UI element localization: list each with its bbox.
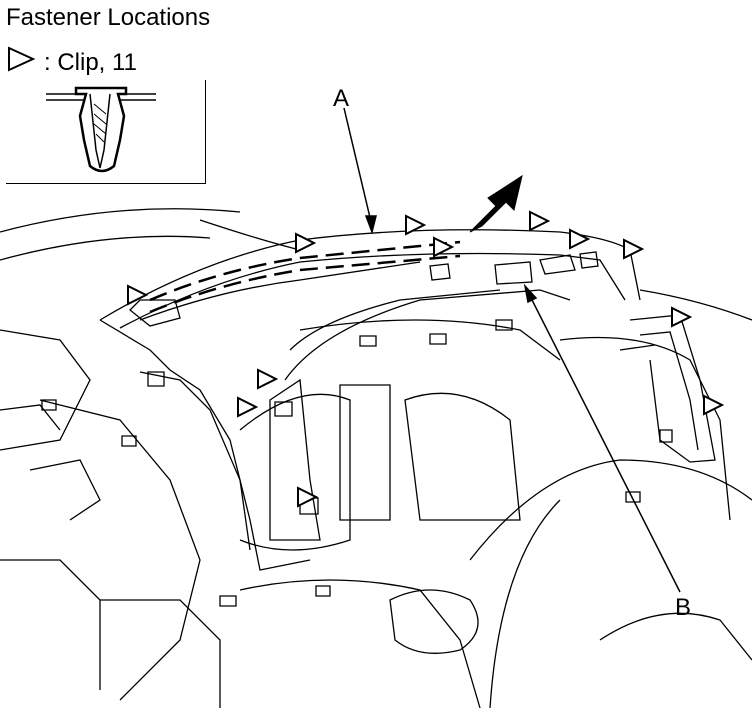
leader-arrowhead-b — [523, 283, 538, 304]
clip-cross-section-drawing — [46, 86, 156, 173]
clip-markers — [127, 210, 725, 508]
leader-line-a — [343, 107, 373, 227]
legend-clip: : Clip, 11 — [6, 46, 137, 81]
page-title: Fastener Locations — [6, 4, 211, 31]
triangle-outline-icon — [6, 46, 36, 81]
callout-b: B — [675, 594, 692, 621]
leader-line-b — [529, 295, 681, 593]
legend-text: : Clip, 11 — [44, 48, 137, 76]
callout-a: A — [333, 85, 350, 112]
leader-arrowhead-a — [364, 215, 377, 235]
removal-arrow-icon — [469, 174, 523, 233]
clip-detail-inset — [6, 80, 206, 184]
